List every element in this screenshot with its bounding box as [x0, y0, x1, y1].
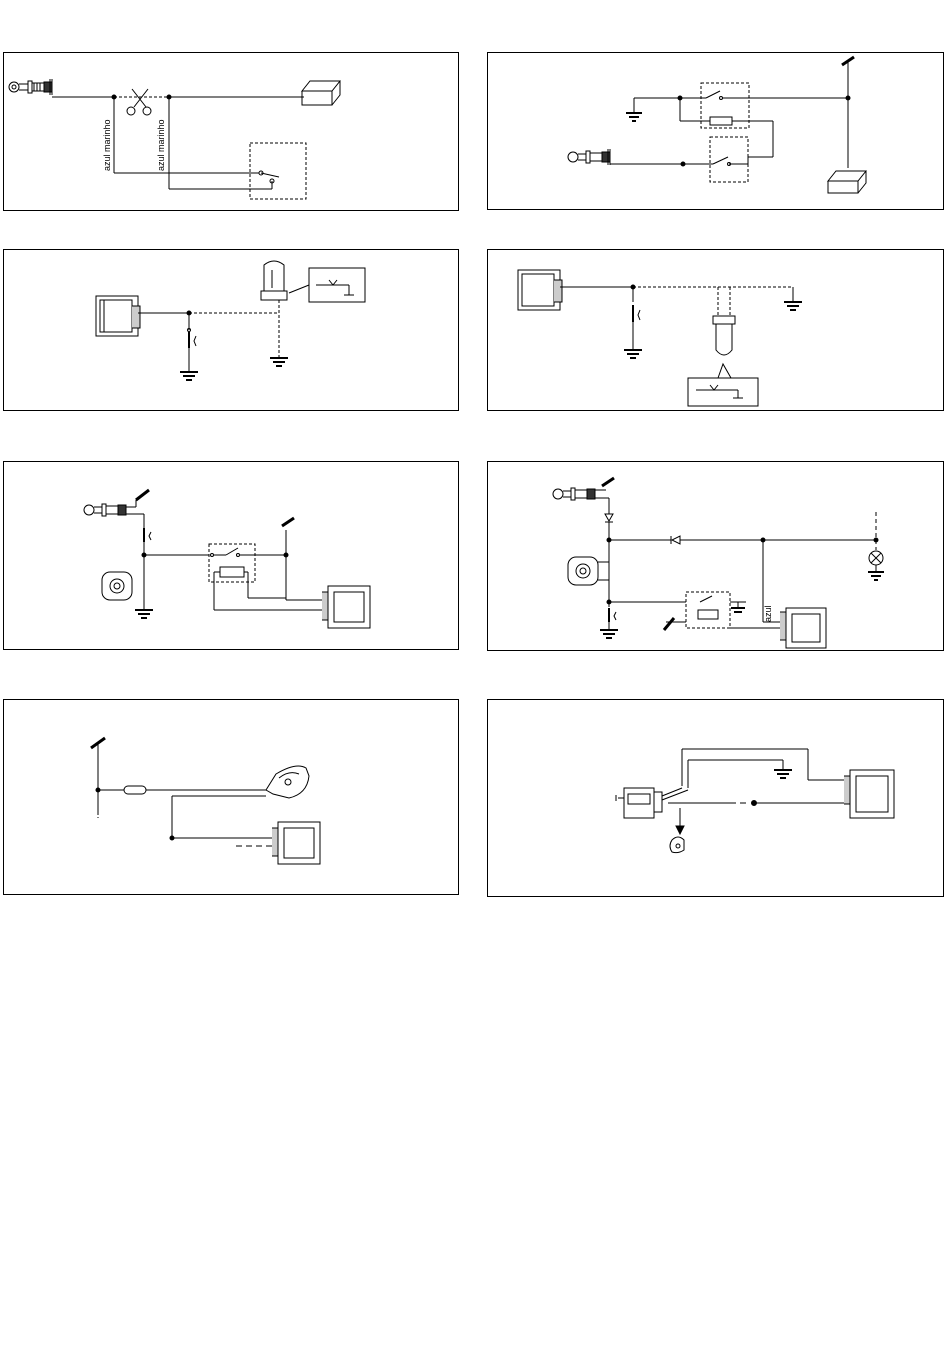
- car-sensor-icon: [266, 766, 309, 798]
- wiring-diagram-panel-6: azul: [487, 461, 944, 651]
- warning-lamp-icon: [869, 551, 883, 565]
- push-switch-icon: [188, 329, 197, 349]
- alarm-unit-connector-icon: [844, 770, 894, 818]
- push-switch-icon: [144, 528, 151, 542]
- wiring-diagram-panel-2: [487, 52, 944, 210]
- wiring-diagram-panel-8: [487, 699, 944, 897]
- ignition-key-icon: [84, 504, 126, 516]
- wiring-diagram-panel-3: [3, 249, 459, 411]
- inline-fuse-icon: [124, 786, 146, 794]
- panel-8-diagram: [488, 700, 945, 898]
- ground-symbol-icon: [180, 372, 198, 380]
- panel-7-diagram: [4, 700, 460, 896]
- horn-siren-icon: [568, 557, 598, 585]
- ground-symbol-icon: [624, 350, 642, 358]
- ground-symbol-icon: [774, 770, 792, 778]
- panel-3-diagram: [4, 250, 460, 412]
- bulb-sensor-icon: [261, 261, 287, 300]
- fuse-terminal-icon: [602, 478, 614, 486]
- panel-4-diagram: [488, 250, 945, 412]
- ignition-key-icon: [553, 488, 595, 500]
- alarm-unit-connector-icon: [272, 822, 320, 864]
- wire-color-label-left: azul marinho: [102, 119, 112, 171]
- push-switch-icon: [609, 608, 616, 622]
- wire-color-label-right: azul marinho: [156, 119, 166, 171]
- push-switch-icon: [633, 305, 640, 322]
- wiring-diagram-panel-5: [3, 461, 459, 650]
- switch-callout-box-icon: [688, 364, 758, 406]
- switch-callout-box-icon: [289, 268, 365, 302]
- ground-symbol-icon: [626, 98, 642, 121]
- remote-tag-icon: [670, 837, 684, 853]
- alarm-unit-connector-icon: [780, 608, 826, 648]
- relay-coil-icon: [220, 567, 244, 577]
- ground-symbol-icon-2: [784, 287, 802, 310]
- horn-siren-icon: [102, 572, 132, 600]
- relay-dashed-box: [250, 143, 306, 199]
- panel-6-diagram: azul: [488, 462, 945, 652]
- panel-2-diagram: [488, 53, 945, 211]
- ground-symbol-icon-2: [270, 358, 288, 366]
- relay-dashed-box-2: [710, 137, 748, 182]
- wire-color-label: azul: [763, 605, 773, 622]
- fuse-terminal-icon: [136, 490, 149, 500]
- ground-symbol-icon: [868, 565, 884, 580]
- bulb-sensor-icon: [713, 316, 735, 355]
- alarm-unit-connector-icon: [518, 270, 562, 310]
- fuse-terminal-icon-2: [282, 518, 294, 526]
- arrow-down-icon: [676, 826, 684, 834]
- alarm-unit-connector-icon: [322, 586, 370, 628]
- wiring-diagram-panel-4: [487, 249, 944, 411]
- panel-5-diagram: [4, 462, 460, 651]
- panel-1-diagram: azul marinho azul marinho: [4, 53, 460, 212]
- switch-contact-icon: [259, 171, 279, 189]
- ignition-key-icon: [568, 149, 610, 165]
- control-module-box-icon: [302, 81, 340, 105]
- control-module-box-icon: [828, 171, 866, 193]
- alarm-unit-connector-icon: [96, 296, 140, 336]
- wiring-diagram-panel-1: azul marinho azul marinho: [3, 52, 459, 211]
- ignition-key-icon: [9, 79, 52, 95]
- relay-coil-icon: [710, 117, 732, 125]
- ground-symbol-icon-3: [730, 602, 746, 612]
- diode-icon: [605, 514, 613, 522]
- diode-icon-2: [671, 536, 680, 544]
- wiring-diagram-panel-7: [3, 699, 459, 895]
- ground-symbol-icon: [135, 610, 153, 618]
- scissors-cut-icon: [127, 89, 151, 115]
- fuse-terminal-icon-2: [664, 618, 674, 630]
- relay-coil-icon: [698, 610, 718, 619]
- ground-symbol-icon-2: [600, 622, 618, 638]
